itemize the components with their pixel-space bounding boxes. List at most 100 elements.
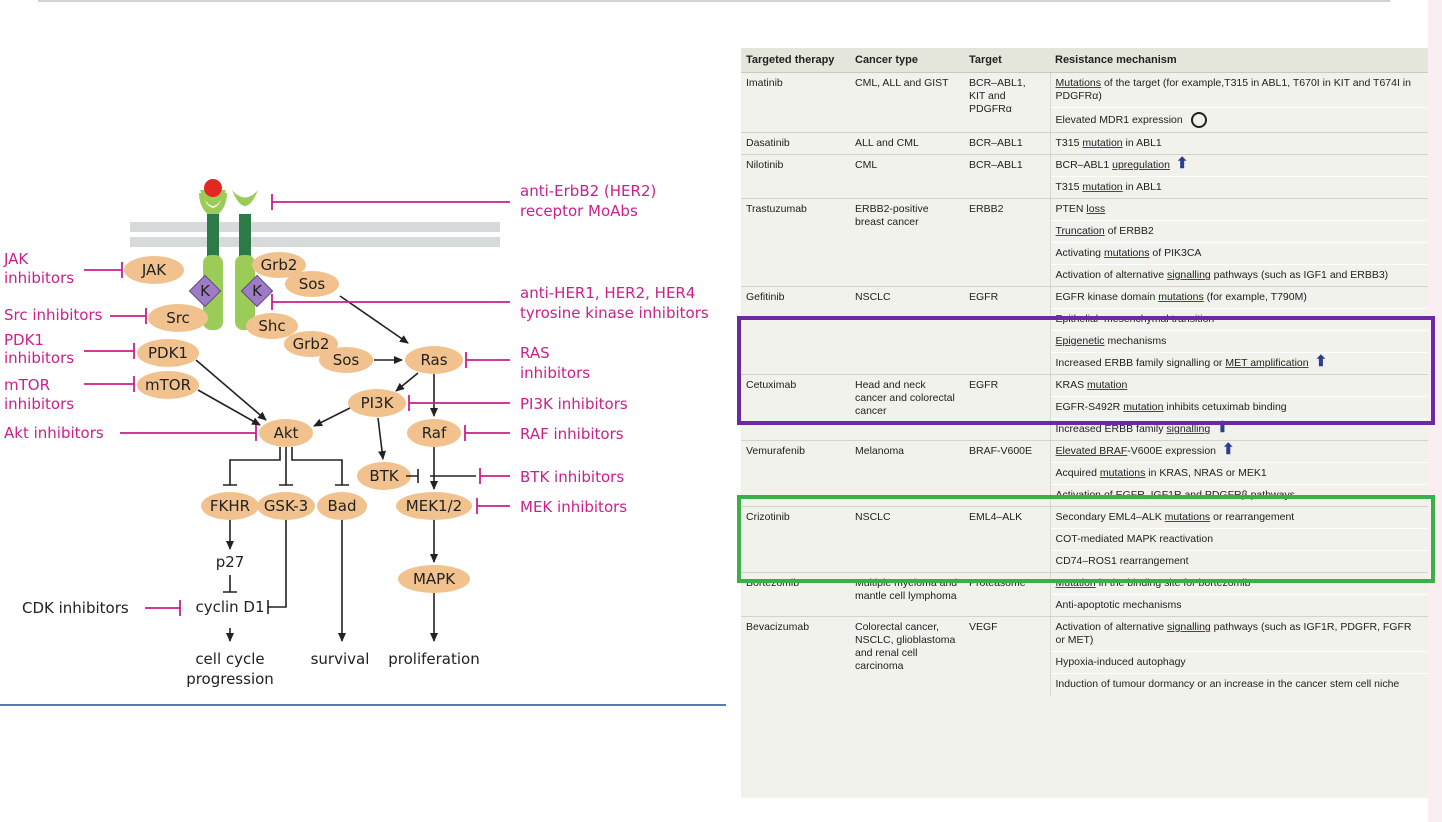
table-row: CD74–ROS1 rearrangement xyxy=(741,550,1428,573)
table-row: Epigenetic mechanisms xyxy=(741,330,1428,353)
cell-target: EGFR xyxy=(964,374,1050,441)
cell-cancer: ALL and CML xyxy=(850,132,964,155)
node-btk: BTK xyxy=(357,462,411,490)
kinase-domain-right: K xyxy=(240,274,274,308)
cell-therapy: Trastuzumab xyxy=(741,198,850,287)
cell-target: EML4–ALK xyxy=(964,506,1050,573)
mechanism-text: Increased ERBB family signalling or MET … xyxy=(1055,357,1309,369)
arrow-up-icon: ⬆ xyxy=(1216,419,1229,436)
output-cell-cycle-1: cell cycle xyxy=(195,650,264,668)
cell-target: VEGF xyxy=(964,616,1050,695)
cell-mechanism: Acquired mutations in KRAS, NRAS or MEK1 xyxy=(1049,462,1428,485)
label-raf-inhibitors: RAF inhibitors xyxy=(520,425,624,443)
arrow-up-icon: ⬆ xyxy=(1222,441,1235,458)
mechanism-text: KRAS mutation xyxy=(1055,379,1128,391)
cell-mechanism: Epithelial–mesenchymal transition xyxy=(1049,308,1428,331)
arrow-up-icon: ⬆ xyxy=(1175,155,1189,172)
label-cdk-inhibitors: CDK inhibitors xyxy=(22,599,129,617)
cell-mechanism: Increased ERBB family signalling⬆ xyxy=(1049,418,1428,441)
mechanism-text: Anti-apoptotic mechanisms xyxy=(1055,599,1182,611)
resistance-table: Targeted therapy Cancer type Target Resi… xyxy=(741,48,1428,695)
mechanism-text: Induction of tumour dormancy or an incre… xyxy=(1055,678,1400,690)
svg-text:Src: Src xyxy=(166,309,190,327)
table-row: EGFR-S492R mutation inhibits cetuximab b… xyxy=(741,396,1428,419)
cell-membrane-outer xyxy=(130,222,500,232)
node-shc: Shc xyxy=(246,313,298,339)
cell-mechanism: Activation of EGFR, IGF1R and PDGFRβ pat… xyxy=(1049,484,1428,507)
header-cancer-type: Cancer type xyxy=(850,48,964,73)
table-row: COT-mediated MAPK reactivation xyxy=(741,528,1428,551)
node-ras: Ras xyxy=(405,346,463,374)
label-pdk1-inhibitors-2: inhibitors xyxy=(4,349,74,367)
cell-therapy: Crizotinib xyxy=(741,506,850,573)
svg-text:GSK-3: GSK-3 xyxy=(264,497,308,515)
cell-mechanism: Increased ERBB family signalling or MET … xyxy=(1049,352,1428,375)
cell-cancer: Head and neck cancer and colorectal canc… xyxy=(850,374,964,441)
cell-membrane-inner xyxy=(130,237,500,247)
svg-text:Akt: Akt xyxy=(274,424,299,442)
mechanism-text: EGFR-S492R mutation inhibits cetuximab b… xyxy=(1055,401,1287,413)
cell-cancer: NSCLC xyxy=(850,506,964,573)
cell-target: BCR–ABL1 xyxy=(964,132,1050,155)
pathway-inhibitions xyxy=(223,447,419,614)
cell-mechanism: Elevated MDR1 expression xyxy=(1049,107,1428,133)
cell-mechanism: T315 mutation in ABL1 xyxy=(1049,176,1428,199)
mechanism-text: CD74–ROS1 rearrangement xyxy=(1055,555,1189,567)
cell-mechanism: Truncation of ERBB2 xyxy=(1049,220,1428,243)
svg-text:JAK: JAK xyxy=(141,261,167,279)
label-akt-inhibitors: Akt inhibitors xyxy=(4,424,104,442)
label-her2-moabs-2: receptor MoAbs xyxy=(520,202,638,220)
svg-text:FKHR: FKHR xyxy=(210,497,250,515)
label-jak-inhibitors-1: JAK xyxy=(3,250,29,268)
mechanism-text: Acquired mutations in KRAS, NRAS or MEK1 xyxy=(1055,467,1267,479)
label-tki-2: tyrosine kinase inhibitors xyxy=(520,304,709,322)
kinase-domain-left: K xyxy=(188,274,222,308)
label-pdk1-inhibitors-1: PDK1 xyxy=(4,331,44,349)
node-p27: p27 xyxy=(216,553,245,571)
mechanism-text: Activation of alternative signalling pat… xyxy=(1055,269,1389,281)
cell-therapy: Bortezomib xyxy=(741,572,850,617)
node-mek: MEK1/2 xyxy=(396,492,472,520)
top-divider xyxy=(38,0,1390,2)
mechanism-text: Secondary EML4–ALK mutations or rearrang… xyxy=(1055,511,1295,523)
cell-therapy: Imatinib xyxy=(741,72,850,133)
svg-text:Grb2: Grb2 xyxy=(293,335,330,353)
cell-mechanism: Secondary EML4–ALK mutations or rearrang… xyxy=(1049,506,1428,529)
node-cyclin-d1: cyclin D1 xyxy=(195,598,264,616)
svg-text:K: K xyxy=(252,282,263,300)
node-gsk3: GSK-3 xyxy=(257,492,315,520)
label-btk-inhibitors: BTK inhibitors xyxy=(520,468,624,486)
svg-text:BTK: BTK xyxy=(369,467,399,485)
cell-mechanism: PTEN loss xyxy=(1049,198,1428,221)
circle-marker-icon xyxy=(1190,112,1207,128)
mechanism-text: Epigenetic mechanisms xyxy=(1055,335,1167,347)
header-target: Target xyxy=(964,48,1050,73)
cell-mechanism: CD74–ROS1 rearrangement xyxy=(1049,550,1428,573)
label-ras-inhibitors-1: RAS xyxy=(520,344,550,362)
output-survival: survival xyxy=(311,650,370,668)
mechanism-text: BCR–ABL1 upregulation xyxy=(1055,159,1170,171)
cell-cancer: Melanoma xyxy=(850,440,964,507)
cell-mechanism: Induction of tumour dormancy or an incre… xyxy=(1049,673,1428,695)
table-row: Activating mutations of PIK3CA xyxy=(741,242,1428,265)
cell-target: BCR–ABL1, KIT and PDGFRα xyxy=(964,72,1050,133)
cell-mechanism: COT-mediated MAPK reactivation xyxy=(1049,528,1428,551)
cell-mechanism: Mutation in the binding site for bortezo… xyxy=(1049,572,1428,595)
mechanism-text: Hypoxia-induced autophagy xyxy=(1055,656,1186,668)
header-therapy: Targeted therapy xyxy=(741,48,850,73)
mechanism-text: Activating mutations of PIK3CA xyxy=(1055,247,1202,259)
svg-text:MEK1/2: MEK1/2 xyxy=(406,497,462,515)
cell-mechanism: EGFR-S492R mutation inhibits cetuximab b… xyxy=(1049,396,1428,419)
label-mek-inhibitors: MEK inhibitors xyxy=(520,498,627,516)
node-pi3k: PI3K xyxy=(348,389,406,417)
cell-target: Proteasome xyxy=(964,572,1050,617)
mechanism-text: Truncation of ERBB2 xyxy=(1055,225,1154,237)
table-row: T315 mutation in ABL1 xyxy=(741,176,1428,199)
label-mtor-inhibitors-2: inhibitors xyxy=(4,395,74,413)
pathway-arrows xyxy=(195,295,438,642)
